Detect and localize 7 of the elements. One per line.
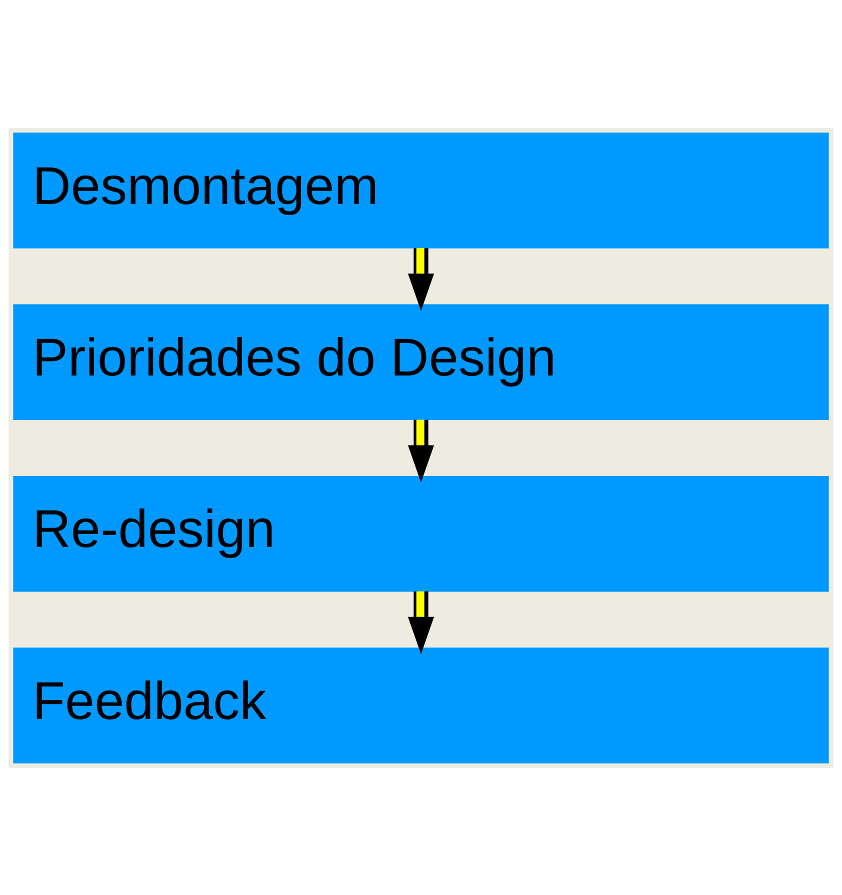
node-box: Desmontagem — [13, 132, 829, 248]
node-box: Re-design — [13, 475, 829, 592]
arrow — [408, 419, 434, 482]
node-box: Prioridades do Design — [13, 304, 829, 420]
arrow — [408, 248, 434, 310]
arrow — [408, 590, 434, 654]
node-box: Feedback — [13, 647, 829, 763]
